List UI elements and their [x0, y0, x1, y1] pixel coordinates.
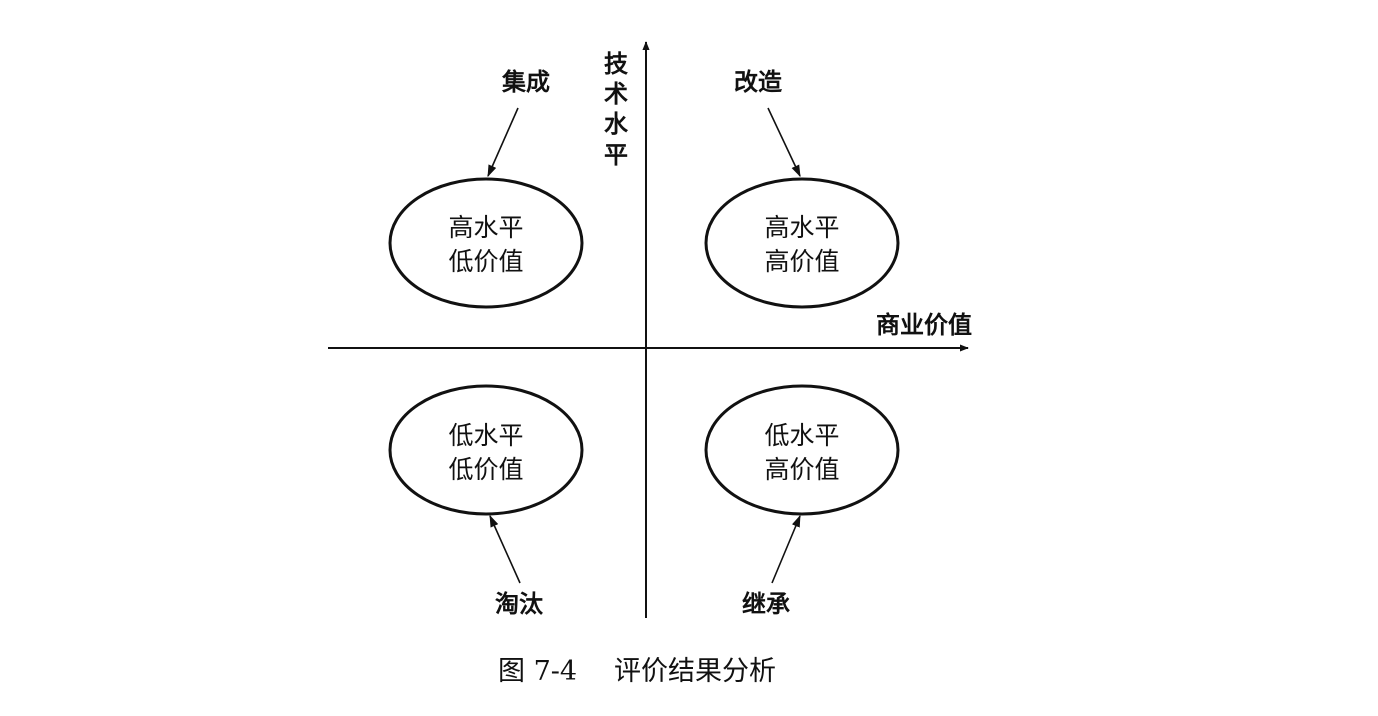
y-axis-label-char: 术	[604, 80, 628, 108]
pointer-arrow	[487, 107, 519, 178]
ellipse-text-line1: 低水平	[448, 421, 523, 450]
quadrant-action-label: 淘汰	[495, 590, 543, 618]
pointer-arrow	[771, 514, 801, 584]
figure-number: 图 7-4	[498, 656, 577, 687]
ellipse-text-line1: 高水平	[448, 213, 523, 242]
ellipse-text-line2: 高价值	[764, 247, 839, 276]
ellipse-text-line2: 高价值	[764, 455, 839, 484]
x-axis-label: 商业价值	[876, 311, 972, 339]
quadrant-action-label: 集成	[501, 68, 550, 96]
quadrant-top-left: 集成 高水平 低价值	[388, 68, 584, 309]
y-axis-label-char: 水	[604, 110, 629, 138]
quadrant-ellipse	[388, 177, 584, 309]
ellipse-text-line1: 高水平	[764, 213, 839, 242]
quadrant-bottom-right: 低水平 高价值 继承	[704, 384, 900, 618]
figure-title: 评价结果分析	[614, 656, 776, 687]
quadrant-action-label: 继承	[742, 590, 790, 618]
y-axis-label-char: 技	[604, 50, 629, 78]
ellipse-text-line2: 低价值	[448, 455, 523, 484]
quadrant-bottom-left: 低水平 低价值 淘汰	[388, 384, 584, 618]
quadrant-ellipse	[704, 384, 900, 516]
ellipse-text-line1: 低水平	[764, 421, 839, 450]
pointer-arrow	[489, 514, 521, 584]
quadrant-action-label: 改造	[734, 68, 782, 96]
quadrant-ellipse	[704, 177, 900, 309]
y-axis-label: 技 术 水 平	[604, 50, 629, 169]
y-axis-label-char: 平	[604, 141, 628, 169]
figure-caption: 图 7-4 评价结果分析	[498, 656, 776, 687]
pointer-arrow	[767, 107, 801, 178]
ellipse-text-line2: 低价值	[448, 247, 523, 276]
quadrant-ellipse	[388, 384, 584, 516]
quadrant-top-right: 改造 高水平 高价值	[704, 68, 900, 309]
